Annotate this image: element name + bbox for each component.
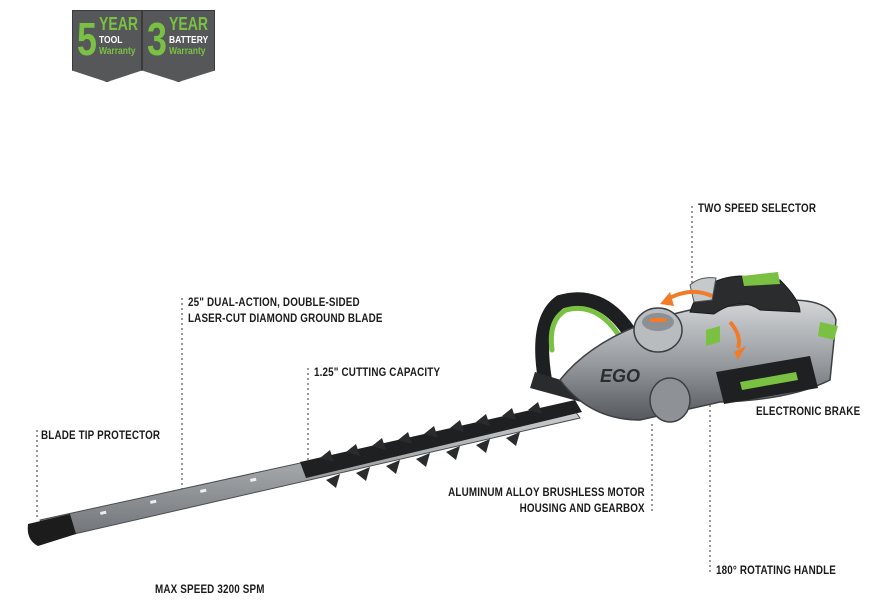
blade-tip-protector xyxy=(27,514,76,546)
callout-rotating-handle: 180° ROTATING HANDLE xyxy=(716,563,837,577)
callout-motor-housing: ALUMINUM ALLOY BRUSHLESS MOTOR HOUSING A… xyxy=(448,485,645,515)
callout-two-speed-selector: TWO SPEED SELECTOR xyxy=(698,201,817,215)
battery-warranty-year-label: YEAR xyxy=(169,14,209,34)
callout-blade-tip-protector: BLADE TIP PROTECTOR xyxy=(41,428,161,442)
tool-warranty-word: Warranty xyxy=(99,46,136,57)
callout-blade: 25" DUAL-ACTION, DOUBLE-SIDED LASER-CUT … xyxy=(188,295,383,325)
battery-warranty-years: 3 xyxy=(147,13,167,65)
battery-pack xyxy=(716,356,818,404)
battery-warranty-type: BATTERY xyxy=(169,35,209,46)
callout-electronic-brake: ELECTRONIC BRAKE xyxy=(756,404,861,418)
tool-warranty-type: TOOL xyxy=(99,35,123,46)
battery-warranty-word: Warranty xyxy=(169,46,206,57)
tool-warranty-year-label: YEAR xyxy=(99,14,139,34)
callout-leader-lines xyxy=(36,206,711,574)
ego-logo: EGO xyxy=(600,366,640,386)
tool-warranty-years: 5 xyxy=(77,13,97,65)
battery-warranty-badge: 3 YEAR BATTERY Warranty xyxy=(142,10,215,82)
blade-teeth xyxy=(320,402,542,488)
gearbox xyxy=(649,377,691,423)
callout-max-speed: MAX SPEED 3200 SPM xyxy=(155,582,265,596)
blade xyxy=(27,400,582,546)
callout-cutting-capacity: 1.25" CUTTING CAPACITY xyxy=(314,365,441,379)
rear-handle xyxy=(689,272,838,346)
tool-warranty-badge: 5 YEAR TOOL Warranty xyxy=(72,10,142,82)
